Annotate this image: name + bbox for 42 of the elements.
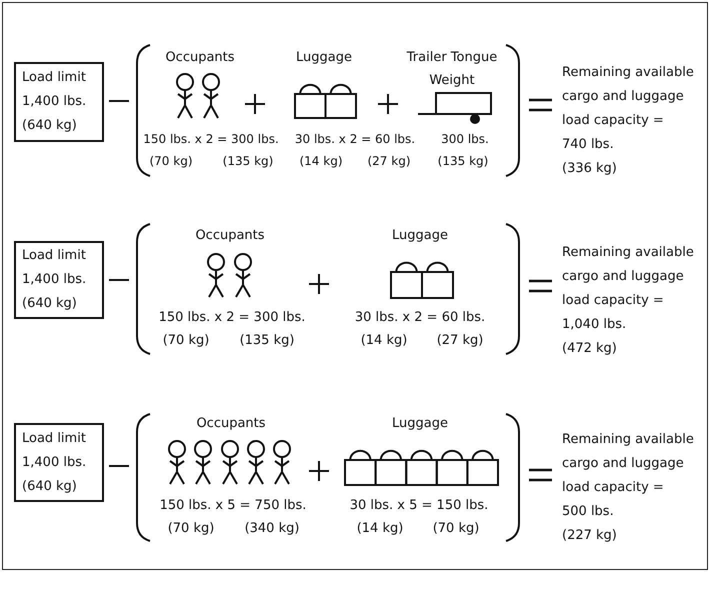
kg-value: (70 kg)	[432, 520, 480, 537]
kg-value: (135 kg)	[438, 153, 488, 170]
kg-value: (14 kg)	[360, 332, 408, 349]
heading: Occupants	[196, 415, 266, 432]
formula: 30 lbs. x 2 = 60 lbs.	[354, 309, 486, 326]
kg-value: (135 kg)	[222, 153, 274, 170]
box-text: Load limit 1,400 lbs. (640 kg)	[22, 247, 88, 313]
heading: Luggage	[392, 415, 448, 432]
kg-value: (14 kg)	[356, 520, 404, 537]
kg-value: (27 kg)	[368, 153, 410, 170]
kg-value: (340 kg)	[244, 520, 300, 537]
formula: 150 lbs. x 2 = 300 lbs.	[158, 309, 306, 326]
heading: Trailer Tongue Weight	[406, 49, 498, 90]
formula: 300 lbs.	[441, 131, 489, 148]
result-text: (227 kg)	[562, 527, 617, 545]
result-text: 1,040 lbs.	[562, 316, 626, 334]
formula: 150 lbs. x 5 = 750 lbs.	[160, 497, 306, 514]
kg-value: (14 kg)	[300, 153, 342, 170]
result-text: (336 kg)	[562, 160, 617, 178]
result-text: 500 lbs.	[562, 503, 614, 521]
result-text: 740 lbs.	[562, 136, 614, 154]
formula: 30 lbs. x 5 = 150 lbs.	[350, 497, 488, 514]
kg-value: (70 kg)	[168, 520, 214, 537]
kg-value: (27 kg)	[436, 332, 484, 349]
heading: Luggage	[296, 49, 352, 66]
kg-value: (135 kg)	[240, 332, 294, 349]
box-text: Load limit 1,400 lbs. (640 kg)	[22, 430, 88, 496]
result-text: Remaining available cargo and luggage load capacity =	[562, 64, 695, 130]
value-box	[14, 62, 104, 142]
kg-value: (70 kg)	[162, 332, 210, 349]
result-text: Remaining available cargo and luggage load capacity =	[562, 431, 695, 497]
heading: Luggage	[392, 227, 448, 244]
heading: Occupants	[195, 227, 265, 244]
result-text: (472 kg)	[562, 340, 617, 358]
formula: 30 lbs. x 2 = 60 lbs.	[294, 131, 416, 148]
value-box	[14, 241, 104, 319]
result-text: Remaining available cargo and luggage load capacity =	[562, 244, 695, 310]
box-text: Load limit 1,400 lbs. (640 kg)	[22, 69, 88, 135]
kg-value: (70 kg)	[150, 153, 192, 170]
value-box	[14, 423, 104, 502]
formula: 150 lbs. x 2 = 300 lbs.	[143, 131, 279, 148]
heading: Occupants	[165, 49, 235, 66]
